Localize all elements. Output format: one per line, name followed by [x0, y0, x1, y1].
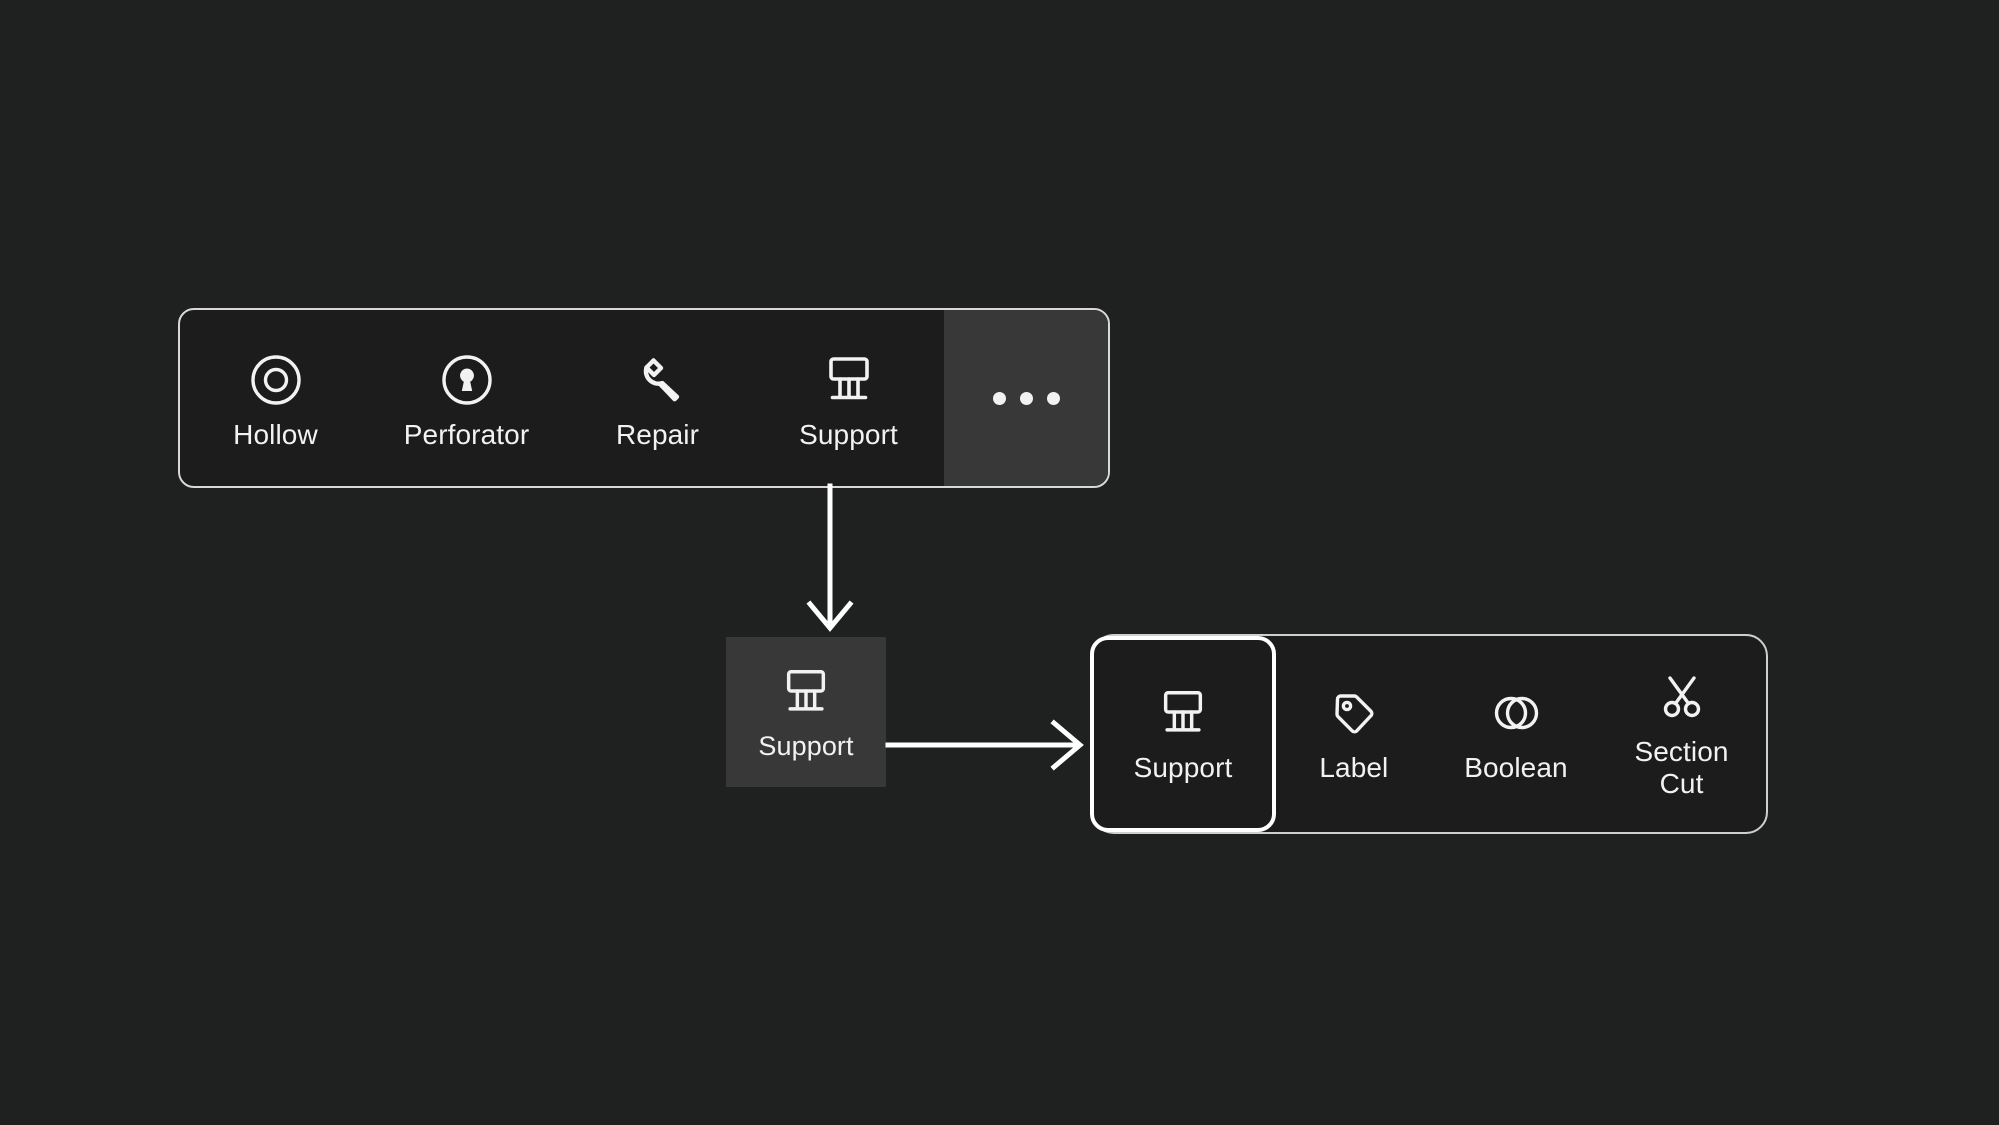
panel-item-section-cut[interactable]: Section Cut	[1597, 636, 1766, 832]
toolbar-item-support[interactable]: Support	[753, 310, 944, 486]
support-structure-icon	[777, 663, 835, 721]
concentric-circles-icon	[247, 351, 305, 409]
ellipsis-icon	[992, 391, 1060, 405]
toolbar-item-repair[interactable]: Repair	[562, 310, 753, 486]
panel-item-label[interactable]: Label	[1273, 636, 1435, 832]
right-arrow	[885, 710, 1088, 780]
panel-item-label-text: Label	[1319, 752, 1389, 784]
toolbar-item-label: Perforator	[403, 419, 530, 451]
toolbar-item-hollow[interactable]: Hollow	[180, 310, 371, 486]
support-structure-icon	[820, 351, 878, 409]
overflow-more-button[interactable]	[944, 310, 1108, 486]
wrench-icon	[629, 351, 687, 409]
panel-item-label-text: Support	[1133, 752, 1233, 784]
panel-item-support-selected[interactable]: Support	[1090, 636, 1276, 832]
overlapping-circles-icon	[1487, 684, 1545, 742]
toolbar-item-label: Support	[799, 419, 898, 451]
toolbar-items: Hollow Perforator	[180, 310, 944, 486]
panel-item-boolean[interactable]: Boolean	[1435, 636, 1597, 832]
panel-item-label-text: Boolean	[1464, 752, 1568, 784]
tool-support: Support	[758, 663, 854, 762]
scissors-icon	[1653, 668, 1711, 726]
tool-label: Support	[758, 730, 854, 761]
panel-item-label-text: Section Cut	[1634, 736, 1729, 799]
hovered-support-tile[interactable]: Support	[726, 637, 886, 787]
tag-icon	[1325, 684, 1383, 742]
down-arrow	[790, 483, 870, 636]
keyhole-circle-icon	[438, 351, 496, 409]
toolbar-item-label: Hollow	[233, 419, 318, 451]
toolbar-item-perforator[interactable]: Perforator	[371, 310, 562, 486]
modeling-tools-toolbar: Hollow Perforator	[178, 308, 1110, 488]
toolbar-item-label: Repair	[615, 419, 700, 451]
support-structure-icon	[1154, 684, 1212, 742]
tool-support: Support	[1134, 684, 1233, 784]
